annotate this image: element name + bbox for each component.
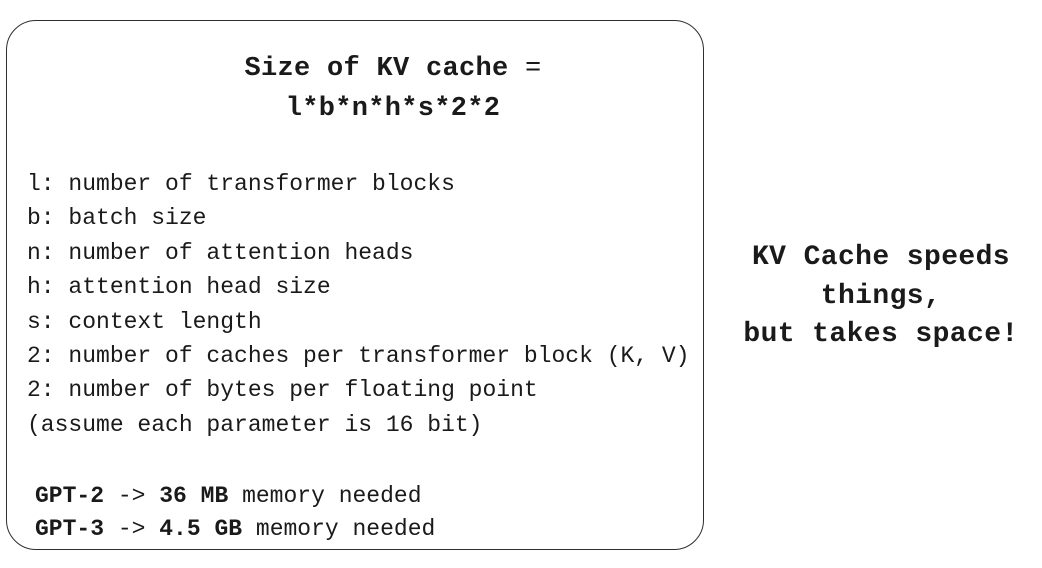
model-name: GPT-2 bbox=[35, 483, 105, 509]
definition-line: l: number of transformer blocks bbox=[27, 171, 455, 197]
box-title: Size of KV cache = l*b*n*h*s*2*2 bbox=[45, 49, 741, 129]
memory-example-line: GPT-3 -> 4.5 GB memory needed bbox=[35, 513, 435, 546]
memory-amount: 36 MB bbox=[159, 483, 229, 509]
definition-line: 2: number of bytes per floating point bbox=[27, 377, 538, 404]
definition-line: n: number of attention heads bbox=[27, 239, 414, 266]
arrow-glyph: -> bbox=[117, 516, 146, 542]
variable-definitions: l: number of transformer blocks b: batch… bbox=[27, 167, 690, 442]
side-note: KV Cache speeds things, but takes space! bbox=[741, 239, 1021, 355]
memory-examples: GPT-2 -> 36 MB memory needed GPT-3 -> 4.… bbox=[35, 480, 435, 546]
memory-amount: 4.5 GB bbox=[159, 516, 243, 542]
box-title-line1: Size of KV cache = bbox=[45, 49, 741, 89]
side-note-line: KV Cache speeds bbox=[751, 242, 1011, 273]
definition-line: (assume each parameter is 16 bit) bbox=[27, 411, 483, 438]
model-name: GPT-3 bbox=[35, 516, 105, 542]
side-note-line: but takes space! bbox=[743, 319, 1019, 351]
kv-cache-size-box: Size of KV cache = l*b*n*h*s*2*2 l: numb… bbox=[6, 20, 704, 550]
arrow-glyph: -> bbox=[117, 483, 146, 509]
memory-note: memory needed bbox=[255, 516, 436, 542]
definition-line: 2: number of caches per transformer bloc… bbox=[27, 343, 690, 370]
definition-line: s: context length bbox=[27, 308, 262, 335]
definition-line: h: attention head size bbox=[27, 274, 331, 301]
memory-example-line: GPT-2 -> 36 MB memory needed bbox=[35, 480, 435, 513]
equals-sign: = bbox=[525, 54, 542, 84]
box-title-text: Size of KV cache bbox=[244, 54, 509, 84]
kv-cache-formula: l*b*n*h*s*2*2 bbox=[285, 94, 501, 124]
side-note-line: things, bbox=[820, 280, 942, 312]
memory-note: memory needed bbox=[242, 483, 422, 509]
definition-line: b: batch size bbox=[27, 205, 207, 232]
